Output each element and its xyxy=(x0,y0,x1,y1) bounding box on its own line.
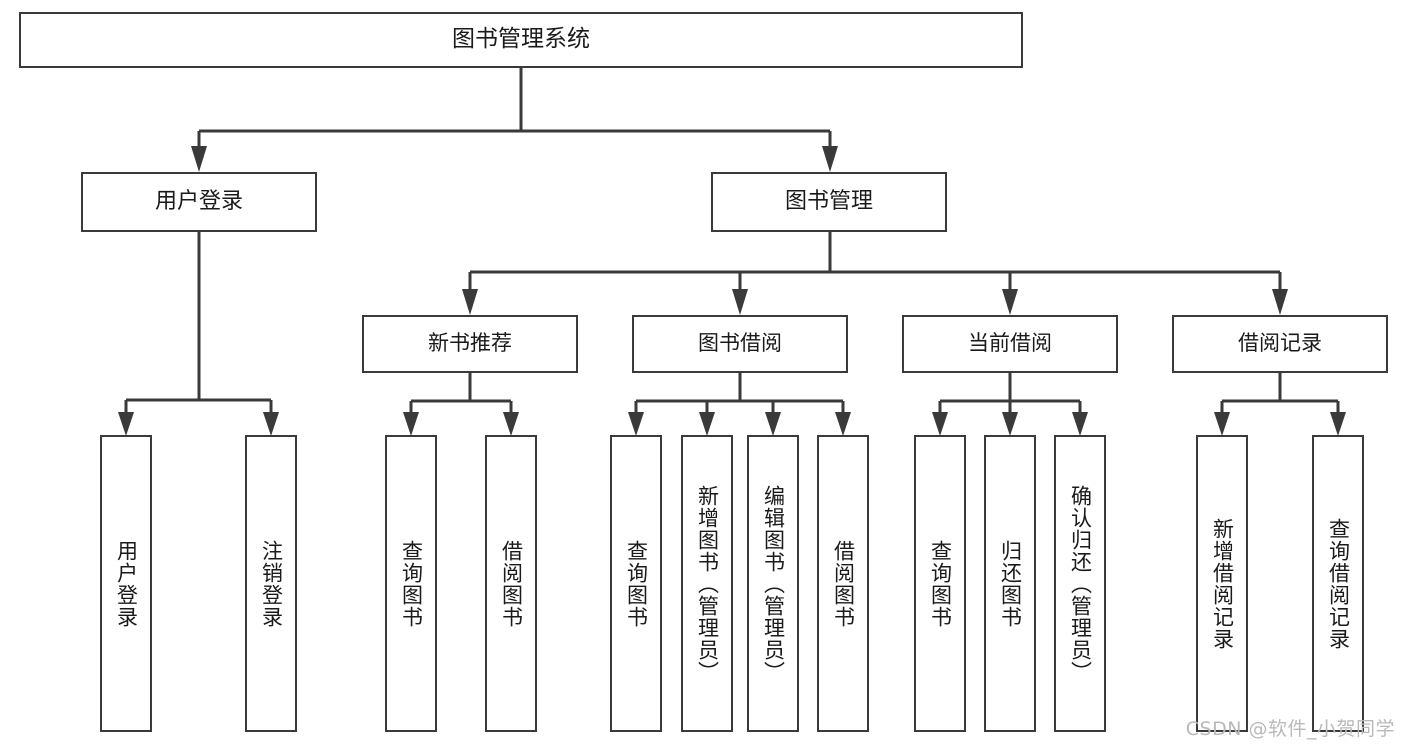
leaf-query-book-3[interactable]: 查询图书 xyxy=(914,435,966,732)
leaf-label: 借阅图书 xyxy=(499,539,524,628)
leaf-borrow-book-2[interactable]: 借阅图书 xyxy=(817,435,869,732)
node-borrow-record[interactable]: 借阅记录 xyxy=(1172,315,1388,373)
node-user-login[interactable]: 用户登录 xyxy=(81,172,317,232)
leaf-query-book-1[interactable]: 查询图书 xyxy=(385,435,437,732)
node-new-book-recommendation[interactable]: 新书推荐 xyxy=(362,315,578,373)
leaf-label: 新增图书（管理员） xyxy=(695,484,720,683)
leaf-query-book-2[interactable]: 查询图书 xyxy=(610,435,662,732)
leaf-label: 编辑图书（管理员） xyxy=(761,484,786,683)
leaf-add-book-admin[interactable]: 新增图书（管理员） xyxy=(681,435,733,732)
leaf-query-borrow-record[interactable]: 查询借阅记录 xyxy=(1312,435,1364,732)
node-book-management[interactable]: 图书管理 xyxy=(711,172,947,232)
leaf-borrow-book-1[interactable]: 借阅图书 xyxy=(485,435,537,732)
node-book-borrow[interactable]: 图书借阅 xyxy=(632,315,848,373)
leaf-label: 确认归还（管理员） xyxy=(1068,484,1093,683)
leaf-label: 借阅图书 xyxy=(831,539,856,628)
node-current-borrow[interactable]: 当前借阅 xyxy=(902,315,1118,373)
leaf-label: 注销登录 xyxy=(259,539,284,628)
leaf-label: 查询图书 xyxy=(624,539,649,628)
leaf-logout[interactable]: 注销登录 xyxy=(245,435,297,732)
leaf-label: 查询借阅记录 xyxy=(1326,517,1351,650)
leaf-user-login[interactable]: 用户登录 xyxy=(100,435,152,732)
leaf-label: 新增借阅记录 xyxy=(1210,517,1235,650)
leaf-add-borrow-record[interactable]: 新增借阅记录 xyxy=(1196,435,1248,732)
leaf-label: 归还图书 xyxy=(998,539,1023,628)
leaf-label: 查询图书 xyxy=(399,539,424,628)
leaf-confirm-return-admin[interactable]: 确认归还（管理员） xyxy=(1054,435,1106,732)
leaf-label: 查询图书 xyxy=(928,539,953,628)
leaf-return-book[interactable]: 归还图书 xyxy=(984,435,1036,732)
leaf-edit-book-admin[interactable]: 编辑图书（管理员） xyxy=(747,435,799,732)
node-root-system[interactable]: 图书管理系统 xyxy=(19,12,1023,68)
leaf-label: 用户登录 xyxy=(114,539,139,628)
watermark-text: CSDN @软件_小贺同学 xyxy=(1185,718,1395,740)
